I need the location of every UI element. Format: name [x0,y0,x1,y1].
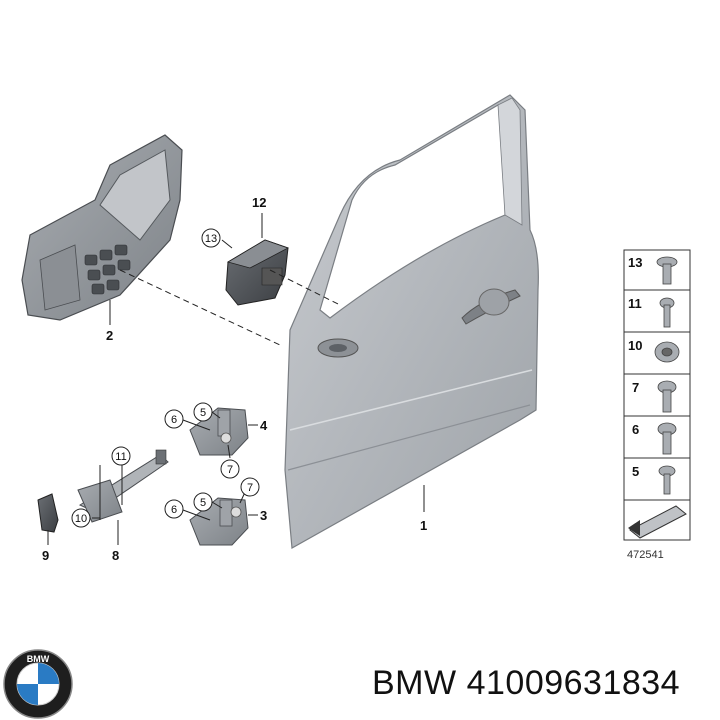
svg-text:5: 5 [200,497,206,509]
fastener-legend: 13 11 10 7 6 5 [623,249,691,541]
circled-label-11: 11 [111,446,131,466]
label-part-3: 3 [260,508,267,523]
leader-lines [47,213,425,545]
svg-text:7: 7 [247,482,253,494]
svg-text:5: 5 [200,407,206,419]
arrow-icon [628,505,687,539]
label-part-1: 1 [420,518,427,533]
circled-label-10: 10 [71,508,91,528]
diagram-reference-number: 472541 [627,549,664,561]
circled-label-lower-5: 5 [193,492,213,512]
circled-label-13: 13 [201,228,221,248]
pad-illustration [37,493,59,533]
screw-icon [657,422,677,455]
circled-label-lower-7: 7 [240,477,260,497]
circled-label-upper-5: 5 [193,402,213,422]
label-part-4: 4 [260,418,268,433]
circled-label-upper-7: 7 [220,459,240,479]
svg-text:11: 11 [115,451,126,463]
legend-item-11: 11 [628,296,642,311]
svg-text:7: 7 [227,464,233,476]
bolt-icon [654,341,680,363]
label-part-9: 9 [42,548,49,563]
label-part-12: 12 [252,195,266,210]
svg-text:6: 6 [171,504,177,516]
footer-part-number: 41009631834 [466,664,681,702]
bmw-logo: BMW [3,649,73,719]
svg-text:BMW: BMW [27,654,50,664]
legend-item-13: 13 [628,255,642,270]
footer-brand: BMW [372,664,457,702]
legend-item-5: 5 [632,464,639,479]
label-part-8: 8 [112,548,119,563]
door-illustration [284,94,539,549]
circled-label-lower-6: 6 [164,499,184,519]
trim-carrier-illustration [21,134,183,321]
legend-item-7: 7 [632,380,639,395]
screw-icon [657,380,677,413]
screw-icon [659,297,675,328]
svg-text:10: 10 [75,513,87,525]
label-part-2: 2 [106,328,113,343]
bracket-illustration [225,239,290,306]
svg-text:6: 6 [171,414,177,426]
screw-icon [656,256,678,285]
legend-item-10: 10 [628,338,642,353]
legend-item-6: 6 [632,422,639,437]
door-check-illustration [77,449,169,523]
circled-label-upper-6: 6 [164,409,184,429]
svg-text:13: 13 [205,233,217,245]
screw-icon [658,465,676,495]
